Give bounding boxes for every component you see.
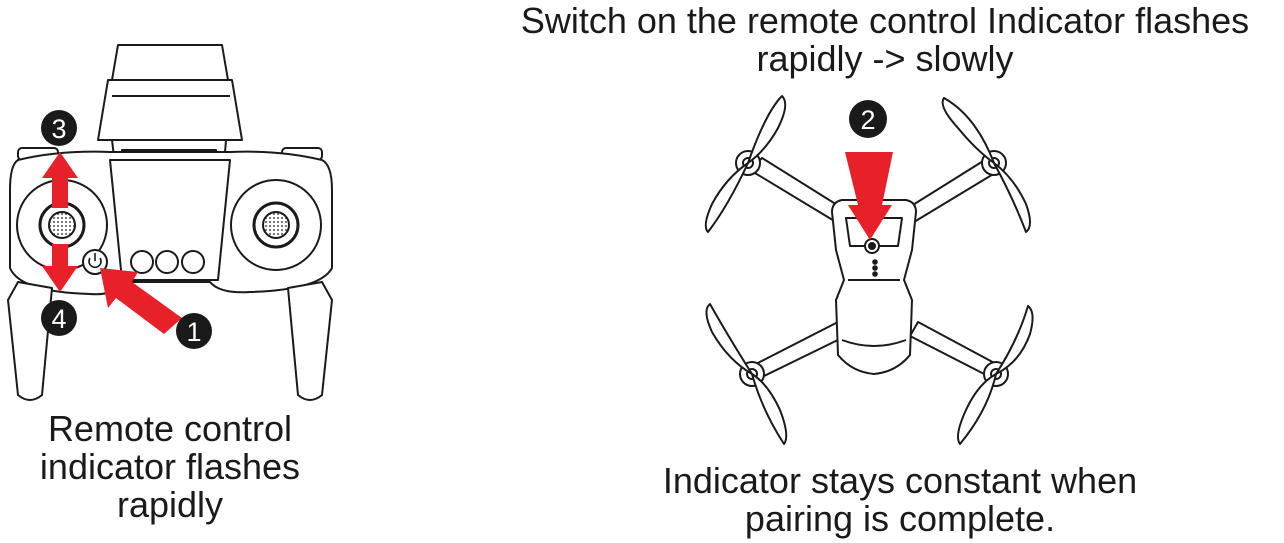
step-2-badge: 2	[849, 100, 887, 138]
step-4-label: 4	[51, 304, 66, 334]
drone-power-indicator	[864, 238, 880, 277]
remote-control	[7, 44, 333, 401]
propeller-front-left	[704, 95, 787, 233]
drone-body	[831, 199, 917, 375]
remote-caption: Remote control indicator flashes rapidly	[0, 410, 340, 524]
function-button-2	[155, 250, 179, 274]
step-1-label: 1	[186, 317, 201, 347]
arm-front-left	[749, 157, 843, 223]
top-caption-line-1: Switch on the remote control Indicator f…	[520, 0, 1250, 41]
stick-up-arrow	[42, 152, 78, 208]
drone-caption-line-1: Indicator stays constant when	[662, 460, 1138, 501]
drone-caption: Indicator stays constant when pairing is…	[600, 462, 1200, 538]
propeller-rear-left	[705, 303, 788, 445]
drone-caption-line-2: pairing is complete.	[744, 498, 1056, 539]
left-joystick	[16, 179, 108, 271]
stick-down-arrow	[42, 244, 78, 292]
power-press-arrow	[100, 268, 182, 334]
function-button-1	[130, 250, 154, 274]
remote-caption-line-1: Remote control	[47, 408, 293, 449]
right-joystick	[230, 179, 322, 271]
step-4-badge: 4	[41, 300, 77, 336]
propeller-front-right	[941, 97, 1031, 233]
arm-rear-left	[751, 321, 847, 379]
drone	[704, 95, 1034, 445]
function-button-3	[181, 250, 205, 274]
step-3-badge: 3	[41, 110, 77, 146]
remote-caption-line-2: indicator flashes	[39, 446, 301, 487]
remote-caption-line-3: rapidly	[116, 484, 224, 525]
step-2-label: 2	[860, 105, 875, 135]
top-caption: Switch on the remote control Indicator f…	[490, 2, 1280, 78]
power-button	[82, 249, 108, 275]
propeller-rear-right	[957, 305, 1034, 445]
top-caption-line-2: rapidly -> slowly	[756, 38, 1014, 79]
step-1-badge: 1	[176, 313, 212, 349]
right-grip	[287, 281, 333, 401]
step-3-label: 3	[51, 114, 66, 144]
left-grip	[7, 281, 53, 401]
drone-press-arrow	[845, 152, 893, 240]
